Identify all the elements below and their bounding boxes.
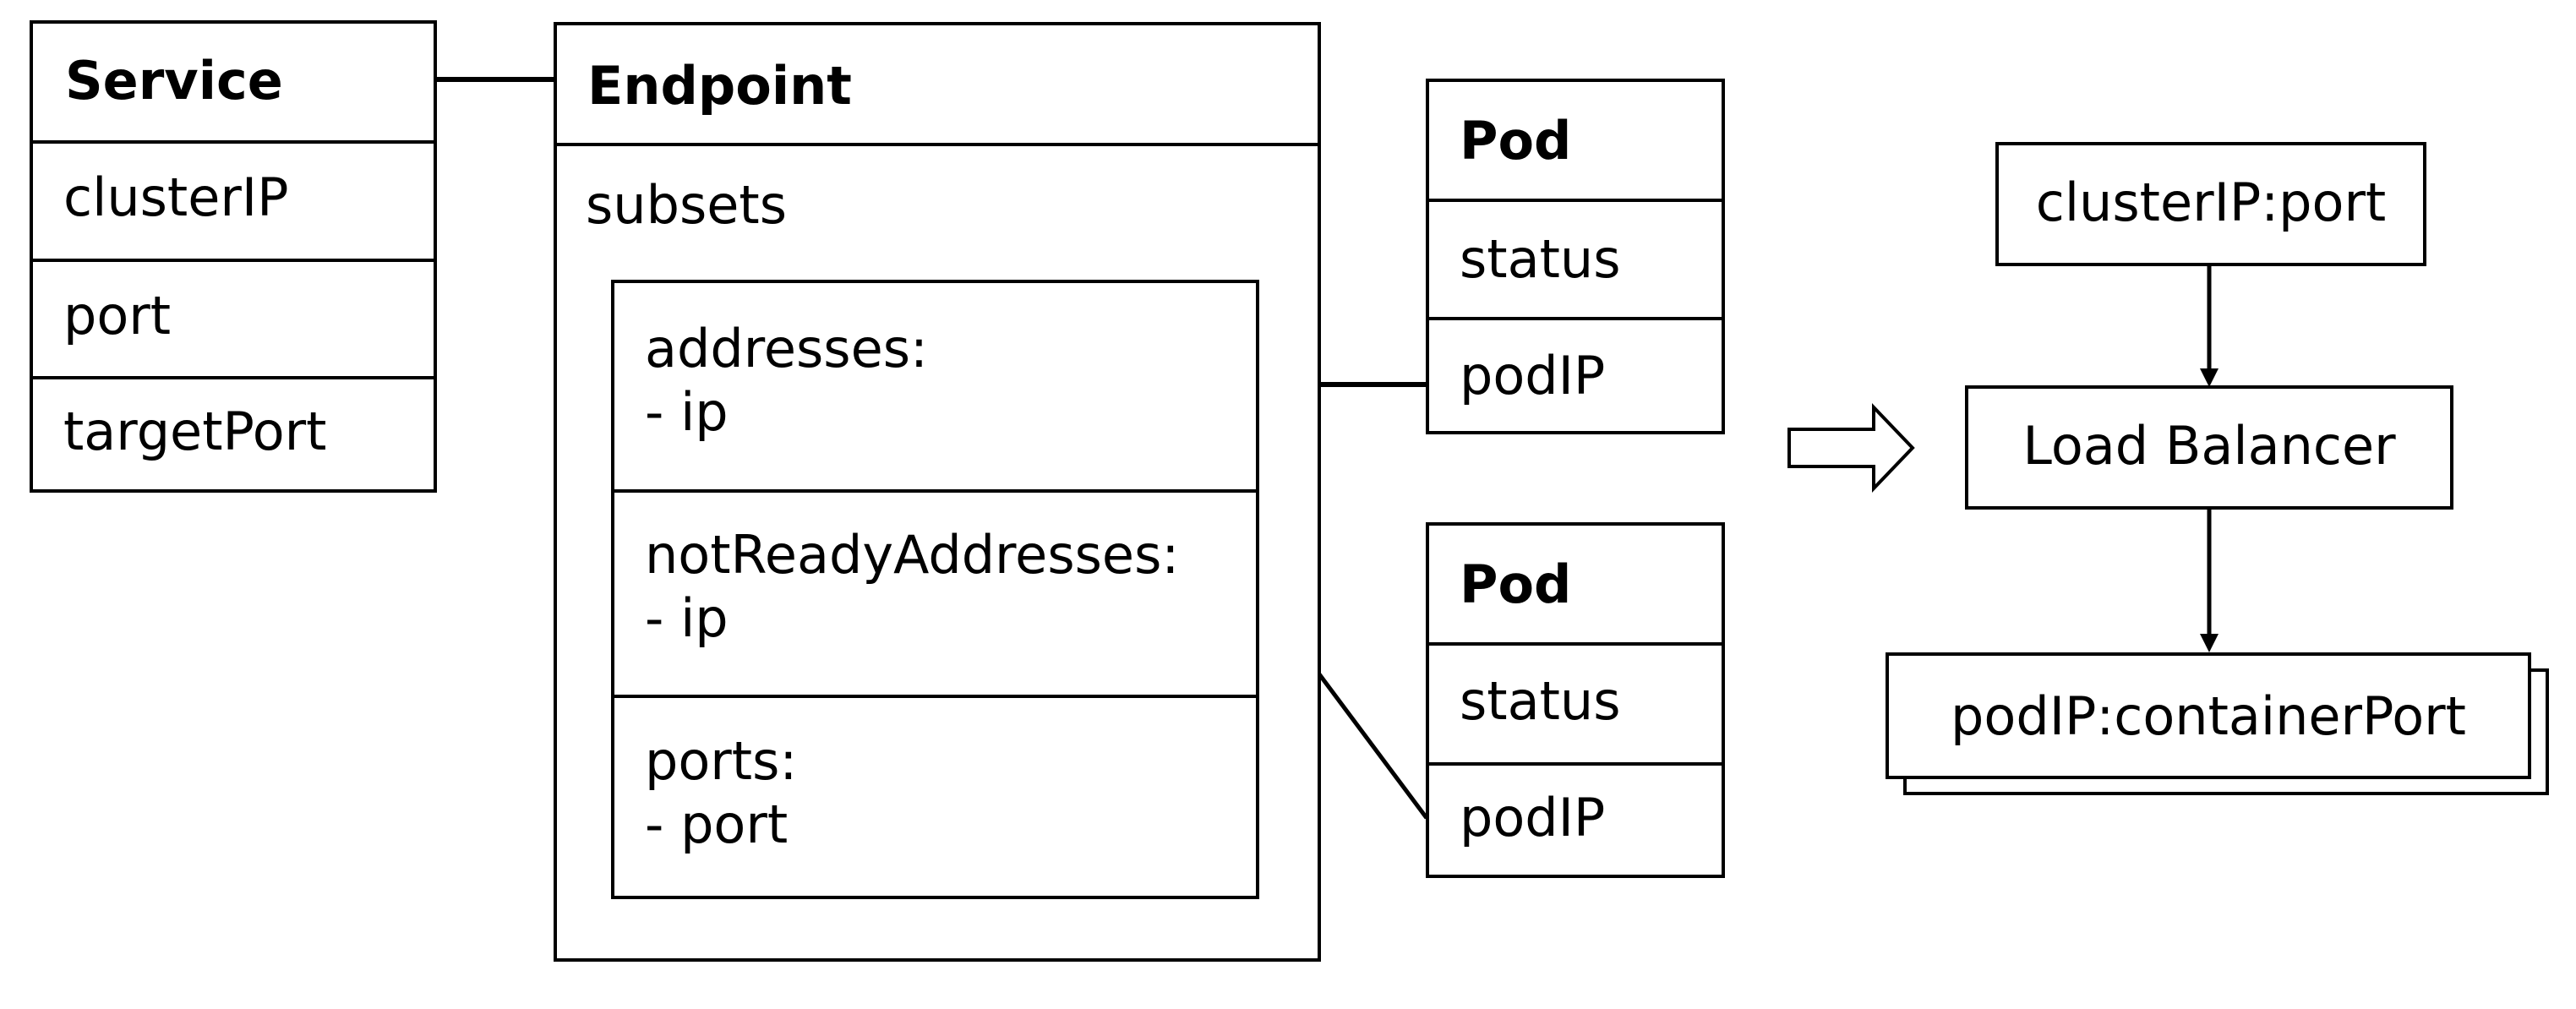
subsets-box: addresses: - ip notReadyAddresses: - ip … [611, 280, 1259, 899]
subset-ports: ports: - port [614, 695, 1256, 896]
service-field-clusterip: clusterIP [33, 140, 434, 259]
pod-box-1: Pod status podIP [1426, 79, 1725, 434]
endpoint-title: Endpoint [587, 55, 852, 117]
container-port-box: podIP:containerPort [1886, 652, 2531, 779]
pod-field-status: status [1429, 642, 1722, 762]
subset-not-ready-addresses: notReadyAddresses: - ip [614, 489, 1256, 695]
subsets-label: subsets [586, 174, 788, 236]
pod-field-podip: podIP [1429, 317, 1722, 431]
service-field-label: targetPort [63, 401, 327, 462]
subset-line2: - port [645, 794, 789, 855]
endpoint-header: Endpoint [557, 25, 1318, 143]
pod-field-label: status [1460, 670, 1621, 732]
pod-title: Pod [1460, 554, 1572, 615]
arrowhead-down-icon [2200, 368, 2219, 387]
service-field-label: port [63, 285, 172, 346]
pod-box-2: Pod status podIP [1426, 522, 1725, 878]
subset-line2: - ip [645, 587, 729, 649]
pod-field-label: podIP [1460, 787, 1606, 848]
service-box: Service clusterIP port targetPort [30, 20, 437, 493]
load-balancer-box: Load Balancer [1965, 385, 2453, 510]
pod-field-podip: podIP [1429, 762, 1722, 875]
subset-line1: ports: [645, 730, 798, 792]
subset-line2: - ip [645, 381, 729, 443]
endpoint-body: subsets [557, 143, 1318, 958]
subset-line1: notReadyAddresses: [645, 524, 1180, 586]
container-port-label: podIP:containerPort [1951, 685, 2466, 747]
pod-field-label: podIP [1460, 345, 1606, 406]
service-field-targetport: targetPort [33, 376, 434, 493]
arrowhead-down-icon [2200, 634, 2219, 652]
subset-addresses: addresses: - ip [614, 283, 1256, 489]
subset-line1: addresses: [645, 318, 928, 379]
hollow-right-arrow-icon [1787, 403, 1915, 493]
pod-field-status: status [1429, 199, 1722, 317]
pod-title: Pod [1460, 110, 1572, 172]
pod-header: Pod [1429, 526, 1722, 642]
service-field-label: clusterIP [63, 166, 289, 228]
service-title: Service [65, 50, 283, 112]
cluster-ip-port-label: clusterIP:port [2035, 172, 2387, 233]
load-balancer-label: Load Balancer [2022, 415, 2396, 477]
service-header: Service [33, 24, 434, 140]
pod-field-label: status [1460, 228, 1621, 290]
cluster-ip-port-box: clusterIP:port [1995, 142, 2426, 266]
pod-header: Pod [1429, 82, 1722, 199]
service-field-port: port [33, 259, 434, 376]
